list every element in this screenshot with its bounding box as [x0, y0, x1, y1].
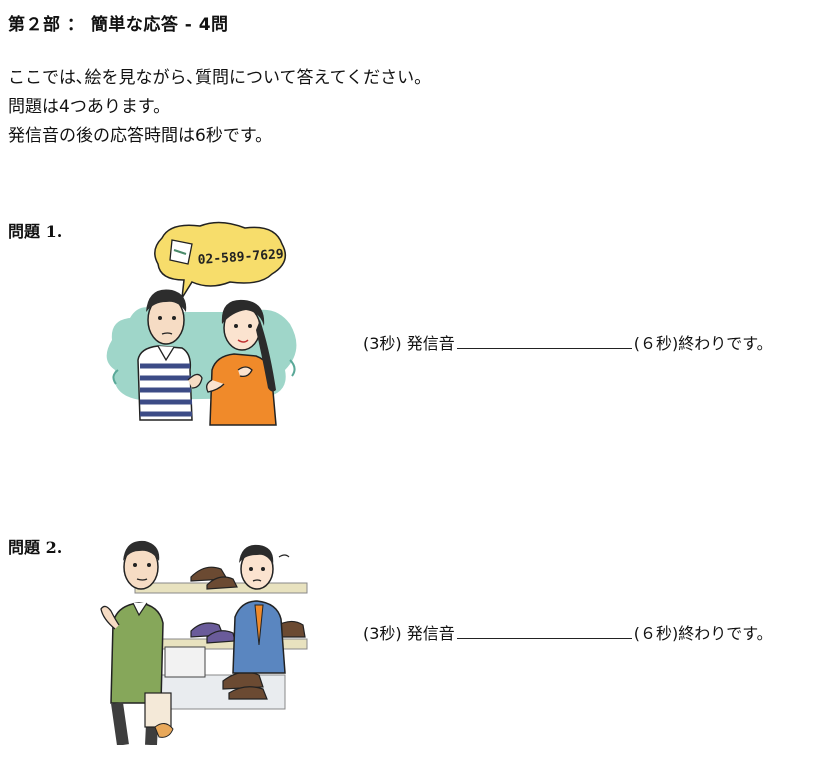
counter [154, 674, 286, 710]
section-title: 第２部 ： 簡単な応答 - 4問 [8, 15, 229, 35]
question-1-answer: (3秒) 発信音 (６秒)終わりです。 [363, 330, 773, 354]
card-icon-detail [173, 249, 187, 255]
clerk-figure [232, 544, 290, 674]
answer-blank [456, 333, 632, 349]
answer-suffix: (６秒)終わりです。 [633, 624, 773, 643]
answer-blank [456, 623, 632, 639]
answer-suffix: (６秒)終わりです。 [633, 334, 773, 353]
instructions: ここでは､絵を見ながら､質問について答えてください。 問題は4つあります。 発信… [8, 64, 431, 151]
instruction-line: 発信音の後の応答時間は6秒です。 [8, 126, 273, 146]
question-2-illustration [95, 533, 310, 745]
phone-number-text: 02-589-7629 [197, 247, 284, 268]
conversation-illustration: 02-589-7629 [106, 221, 297, 426]
cash-register-icon [164, 646, 206, 678]
speech-bubble [154, 221, 287, 299]
question-2-label: 問題 2. [8, 538, 63, 557]
decor-strokes [112, 359, 296, 385]
woman-figure [206, 299, 277, 426]
question-1-label: 問題 1. [8, 222, 63, 241]
shoe-icons [190, 566, 306, 700]
question-1-illustration: 02-589-7629 [100, 220, 305, 430]
instruction-line: 問題は4つあります。 [8, 97, 171, 117]
shoe-store-illustration [100, 540, 308, 745]
shopping-bag-icon [144, 692, 172, 728]
answer-prefix: (3秒) 発信音 [363, 624, 455, 643]
answer-prefix: (3秒) 発信音 [363, 334, 455, 353]
instruction-line: ここでは､絵を見ながら､質問について答えてください。 [8, 68, 432, 88]
man-figure [137, 289, 203, 421]
customer-figure [100, 540, 174, 745]
question-2-answer: (3秒) 発信音 (６秒)終わりです。 [363, 620, 773, 644]
